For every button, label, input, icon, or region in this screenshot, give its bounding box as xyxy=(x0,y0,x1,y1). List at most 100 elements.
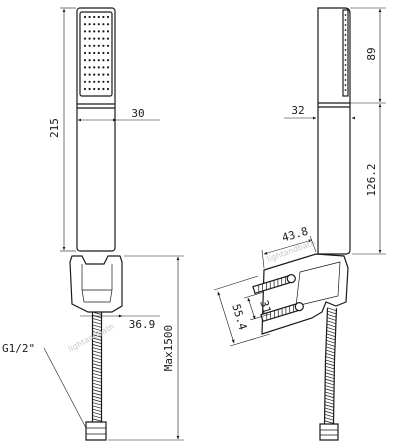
hose-hatch xyxy=(325,369,335,373)
nozzle-dot xyxy=(88,73,91,76)
nozzle-dot xyxy=(88,23,91,26)
nozzle-dot xyxy=(344,19,347,21)
hose-hatch xyxy=(325,372,335,376)
dim-31-ext-top xyxy=(243,291,265,299)
hose-hatch xyxy=(92,331,102,335)
nozzle-dot xyxy=(83,59,87,62)
nozzle-dot xyxy=(97,37,100,40)
nozzle-dot xyxy=(88,51,91,55)
hose-hatch xyxy=(92,402,102,406)
hose-hatch xyxy=(92,344,102,348)
hose-hatch xyxy=(92,373,102,377)
nozzle-dot xyxy=(97,30,100,33)
hose-hatch xyxy=(92,353,102,357)
dim-55-4-ext-top xyxy=(213,275,259,291)
nozzle-dot xyxy=(102,51,105,55)
nozzle-dot xyxy=(344,39,347,41)
nozzle-dot xyxy=(83,37,87,40)
dim-55-4-line xyxy=(217,291,235,344)
hose-hatch xyxy=(326,326,336,331)
dim-43-8-ext-right xyxy=(309,235,317,253)
hose-hatch xyxy=(327,310,337,315)
hose-hatch xyxy=(325,359,335,363)
dim-30-label: 30 xyxy=(131,107,144,120)
hose-hatch xyxy=(324,420,334,424)
nozzle-dot xyxy=(83,44,87,47)
hose-hatch xyxy=(92,324,102,328)
hose-hatch xyxy=(325,356,335,360)
hose-hatch xyxy=(92,360,102,364)
dim-43-8-ext-left xyxy=(261,249,265,269)
hose-hatch xyxy=(92,405,102,409)
dim-89-label: 89 xyxy=(365,47,378,60)
hose-hatch xyxy=(92,356,102,361)
nozzle-dot xyxy=(344,29,347,31)
nozzle-dot xyxy=(106,30,110,33)
nozzle-dot xyxy=(102,30,105,33)
hose-hatch xyxy=(325,352,335,357)
nozzle-dot xyxy=(106,73,110,76)
nozzle-dot xyxy=(93,23,96,26)
dim-31-label: 31 xyxy=(257,299,273,315)
front-hose xyxy=(91,311,103,422)
nozzle-dot xyxy=(344,84,347,86)
nozzle-dot xyxy=(88,44,91,47)
nozzle-dot xyxy=(344,74,347,76)
nozzle-dot xyxy=(93,66,96,69)
nozzle-dot xyxy=(93,87,96,91)
hose-hatch xyxy=(92,369,102,374)
hose-hatch xyxy=(92,389,102,393)
nozzle-dot xyxy=(83,15,87,19)
hose-hatch xyxy=(326,320,337,325)
hose-hatch xyxy=(92,382,102,387)
screw-body xyxy=(252,275,291,295)
hose-hatch xyxy=(326,343,336,347)
nozzle-dot xyxy=(344,64,347,66)
nozzle-dot xyxy=(93,51,96,55)
side-holder-recess xyxy=(295,261,341,307)
hose-hatch xyxy=(92,392,102,396)
side-handle-body xyxy=(317,7,351,255)
hose-hatch xyxy=(92,350,102,354)
nozzle-dot xyxy=(106,59,110,62)
hose-hatch xyxy=(92,318,102,322)
nozzle-dot xyxy=(102,66,105,69)
nozzle-dot xyxy=(106,37,110,40)
dim-126-2-label: 126.2 xyxy=(365,163,378,196)
hose-hatch xyxy=(92,395,102,399)
hose-hatch xyxy=(324,391,335,395)
nozzle-dot xyxy=(97,44,100,47)
nozzle-dot xyxy=(102,44,105,47)
nozzle-dot xyxy=(88,30,91,33)
nozzle-dot xyxy=(344,59,347,61)
front-wall-holder xyxy=(69,255,123,313)
nozzle-dot xyxy=(344,69,347,71)
nozzle-dot xyxy=(93,59,96,62)
nozzle-dot xyxy=(97,23,100,26)
front-holder-cup xyxy=(81,289,113,303)
nozzle-dot xyxy=(344,49,347,51)
nozzle-dot xyxy=(344,14,347,16)
dim-55-4-ext-bottom xyxy=(229,333,271,347)
nozzle-dot xyxy=(102,80,105,83)
hose-hatch xyxy=(324,404,334,408)
hose-hatch xyxy=(325,362,335,367)
side-view: 89 126.2 32 43.8 55.4 31 xyxy=(213,7,386,441)
nozzle-dot xyxy=(106,87,110,91)
hose-hatch xyxy=(326,336,336,341)
nozzle-dot xyxy=(83,30,87,33)
hose-edge xyxy=(333,308,338,361)
nozzle-dot xyxy=(106,23,110,26)
hose-hatch xyxy=(324,388,335,392)
nozzle-dot xyxy=(97,59,100,62)
hose-hatch xyxy=(326,339,336,344)
nozzle-dot xyxy=(102,23,105,26)
hose-hatch xyxy=(327,317,337,321)
watermark-left: lightandbath xyxy=(67,322,116,354)
nozzle-dot xyxy=(93,30,96,33)
hose-hatch xyxy=(92,366,102,370)
nozzle-dot xyxy=(83,73,87,76)
hose-hatch xyxy=(92,418,102,422)
nozzle-dot xyxy=(344,89,347,91)
nozzle-dot xyxy=(102,37,105,40)
